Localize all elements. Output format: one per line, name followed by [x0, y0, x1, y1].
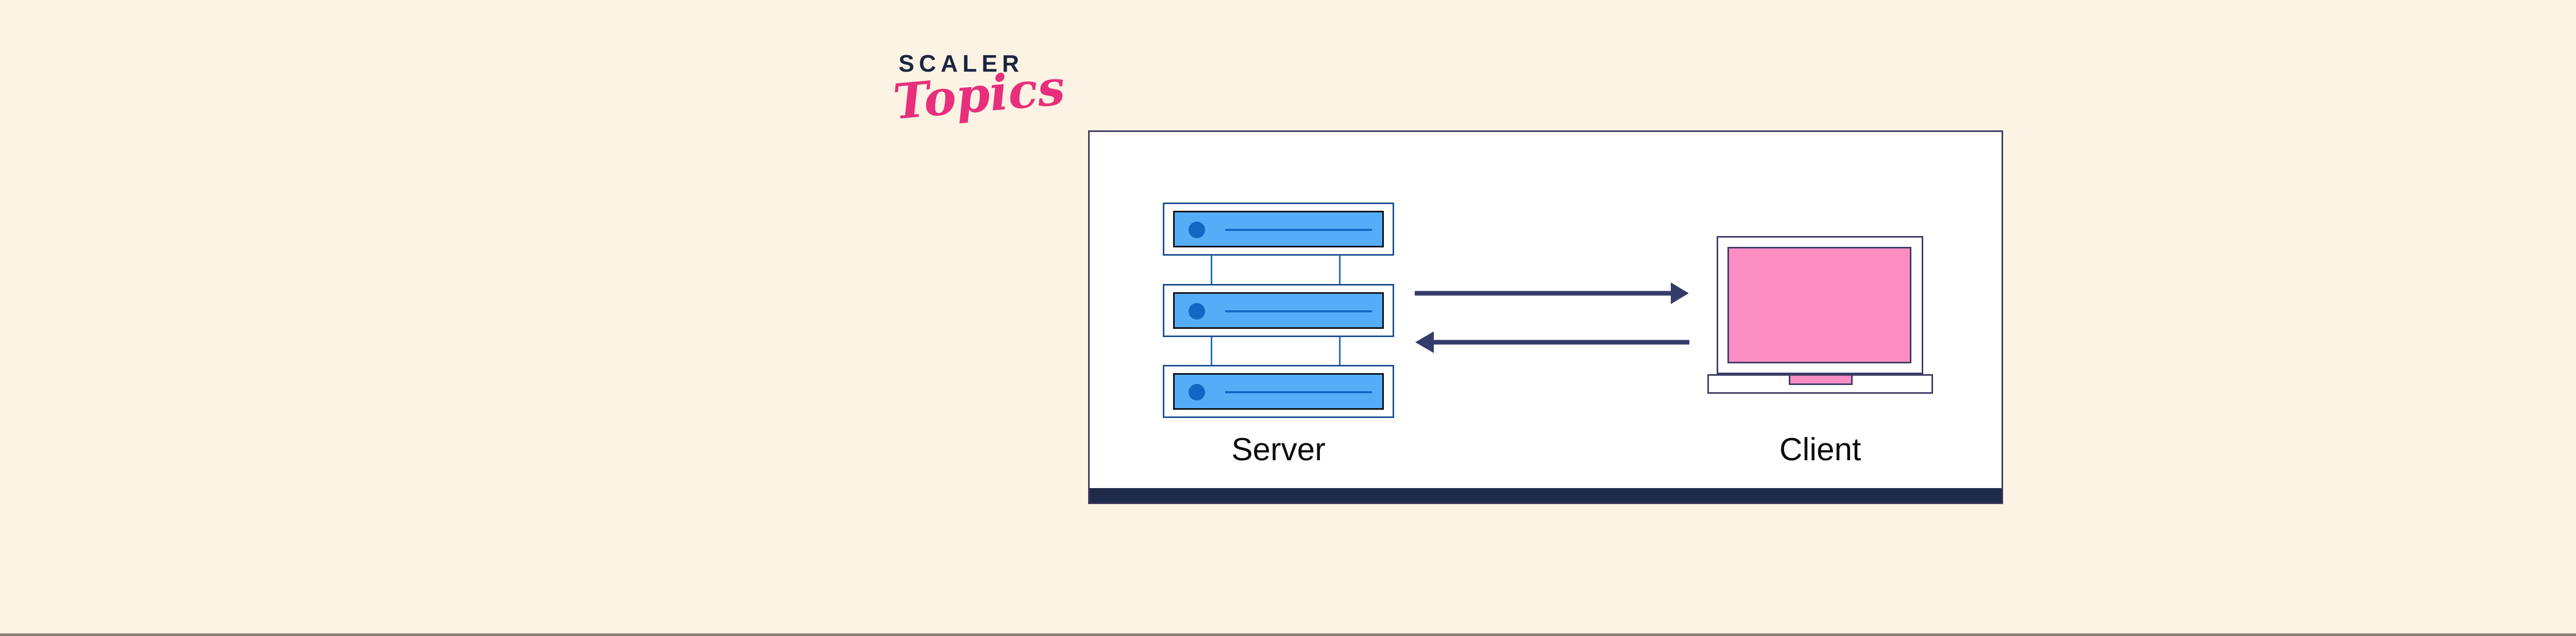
server-indicator-dot [1189, 303, 1205, 320]
server-unit-body [1173, 211, 1384, 247]
client-monitor-base-notch [1789, 374, 1853, 385]
logo-topics-text: Topics [891, 59, 1067, 131]
card-footer-bar [1090, 488, 2002, 503]
server-connector [1339, 256, 1341, 284]
server-connector [1339, 337, 1341, 365]
client-monitor-icon [1717, 236, 1923, 374]
scaler-topics-logo: SCALER Topics [891, 49, 1067, 158]
server-indicator-dot [1189, 222, 1205, 238]
server-unit-body [1173, 292, 1384, 329]
server-connector [1211, 256, 1212, 284]
server-unit [1163, 203, 1394, 256]
client-monitor-base [1707, 374, 1933, 394]
server-slot-line [1225, 310, 1372, 312]
server-connector [1211, 337, 1212, 365]
server-slot-line [1225, 391, 1372, 393]
server-label: Server [1231, 432, 1326, 467]
server-slot-line [1225, 229, 1372, 231]
diagram-card: Server Client [1088, 130, 2003, 504]
server-unit [1163, 284, 1394, 337]
server-indicator-dot [1189, 384, 1205, 400]
logo-scaler-text: SCALER [899, 50, 1024, 77]
data-flow-arrows [1415, 282, 1689, 353]
server-unit-body [1173, 373, 1384, 410]
client-screen [1727, 247, 1911, 363]
server-unit [1163, 365, 1394, 418]
response-arrow-left [1415, 331, 1689, 353]
page-bottom-divider [0, 633, 2576, 636]
request-arrow-right [1415, 282, 1689, 304]
client-label: Client [1779, 432, 1861, 467]
